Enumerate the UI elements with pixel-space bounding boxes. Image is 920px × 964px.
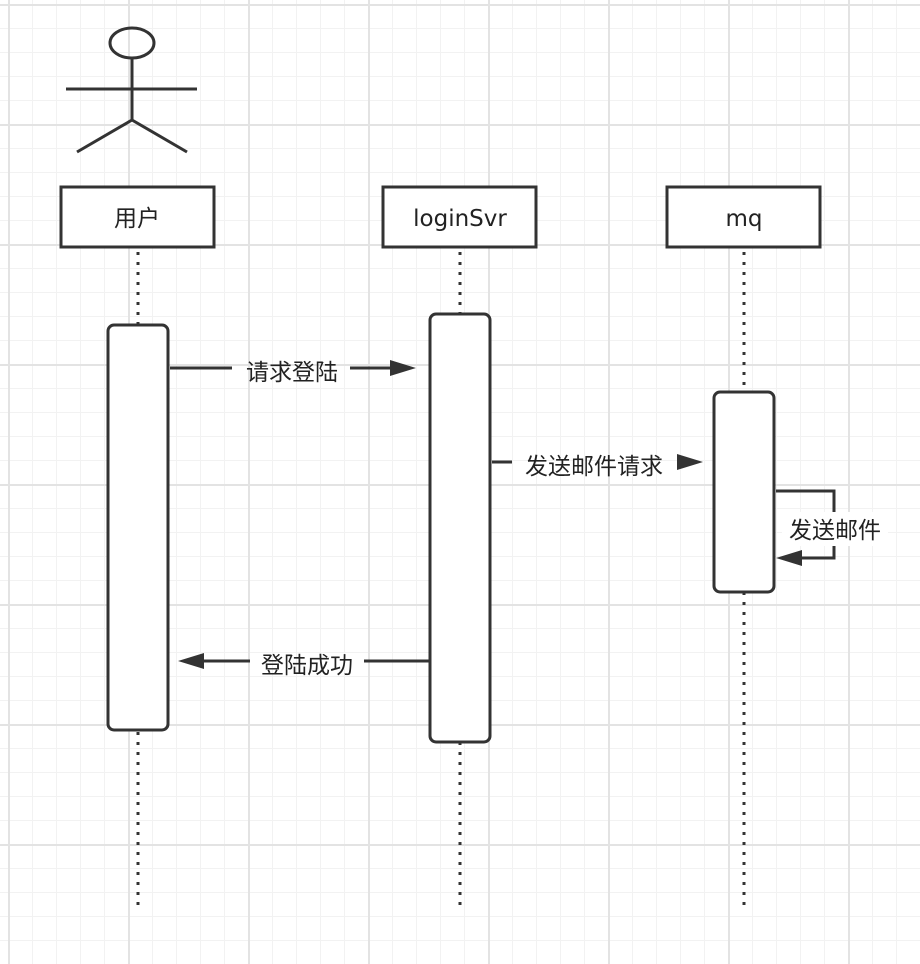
participant-label-user: 用户 bbox=[114, 206, 160, 232]
message-label: 发送邮件 bbox=[789, 518, 881, 544]
arrow-left-icon bbox=[776, 550, 802, 566]
participant-mq: mq bbox=[665, 185, 822, 249]
arrow-right-icon bbox=[390, 360, 416, 376]
activation-bar-mq bbox=[712, 390, 776, 594]
message-send-mail-request: 发送邮件请求 bbox=[492, 454, 703, 480]
participant-box-user bbox=[59, 185, 216, 249]
message-label: 请求登陆 bbox=[246, 360, 338, 386]
actor-left-leg bbox=[76, 118, 133, 154]
actor-head bbox=[108, 26, 156, 60]
message-login-success: 登陆成功 bbox=[178, 653, 430, 679]
message-label: 发送邮件请求 bbox=[525, 454, 663, 480]
activation-bar-loginsvr bbox=[428, 312, 492, 744]
participant-box-loginsvr bbox=[381, 185, 538, 249]
participant-box-mq bbox=[665, 185, 822, 249]
activation-bar-user bbox=[106, 323, 170, 732]
message-request-login: 请求登陆 bbox=[170, 360, 416, 386]
actor-right-leg bbox=[131, 118, 188, 154]
actor-stick-figure bbox=[66, 26, 197, 154]
arrow-left-icon bbox=[178, 653, 204, 669]
message-label: 登陆成功 bbox=[261, 653, 353, 679]
arrow-right-icon bbox=[677, 454, 703, 470]
participant-user: 用户 bbox=[59, 185, 216, 249]
participant-label-mq: mq bbox=[725, 206, 762, 232]
participant-loginsvr: loginSvr bbox=[381, 185, 538, 249]
participant-label-loginsvr: loginSvr bbox=[413, 206, 507, 232]
self-call-label-bg bbox=[782, 512, 888, 546]
message-send-mail-self: 发送邮件 bbox=[776, 489, 888, 566]
